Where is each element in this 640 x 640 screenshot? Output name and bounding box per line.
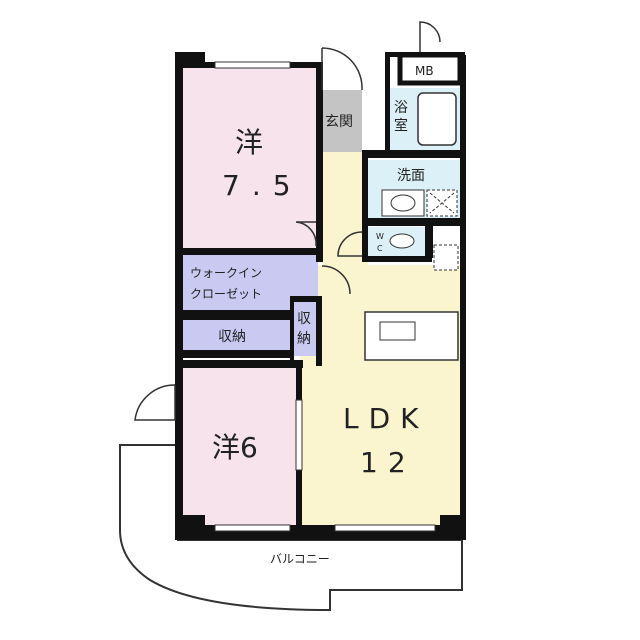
- ldk-label: LDK: [343, 402, 429, 435]
- bathtub: [417, 92, 457, 146]
- room-ldk: [300, 265, 462, 525]
- western1-size: 7.5: [222, 169, 303, 202]
- bath-label-2: 室: [394, 117, 408, 134]
- walkin-label-2: クローゼット: [190, 287, 262, 301]
- ldk-size: 12: [360, 446, 416, 479]
- walkin-label-1: ウォークイン: [190, 266, 262, 280]
- washroom-label: 洗面: [397, 168, 425, 184]
- wc-door-icon: [337, 231, 363, 257]
- room-western-6: [183, 368, 298, 525]
- pipe-space: [433, 244, 459, 271]
- balcony: [119, 444, 463, 612]
- storage2-label-1: 収: [297, 311, 311, 327]
- mb-label: MB: [415, 64, 434, 78]
- room-entrance: [322, 90, 362, 152]
- kitchen-sink: [379, 321, 416, 341]
- hall-door-icon: [321, 265, 351, 295]
- bath-label-1: 浴: [394, 100, 408, 116]
- western-door-icon: [295, 221, 317, 247]
- wc-label-2: C: [377, 244, 383, 253]
- balcony-label: バルコニー: [270, 552, 330, 566]
- western1-label: 洋: [235, 126, 263, 159]
- storage1-label: 収納: [218, 329, 246, 345]
- entrance-door-icon: [321, 47, 363, 91]
- windows: [214, 61, 436, 532]
- entrance-label: 玄関: [325, 113, 353, 130]
- toilet: [389, 233, 415, 249]
- storage2-label-2: 納: [297, 331, 311, 347]
- wc-label-1: W: [376, 232, 384, 241]
- storage-1: [183, 320, 290, 350]
- western2-label: 洋6: [212, 431, 258, 464]
- basin-bowl: [390, 194, 416, 212]
- mb-door-icon: [419, 21, 441, 52]
- wash-basin: [381, 189, 425, 217]
- storage-2: [292, 300, 318, 356]
- hallway: [322, 152, 368, 267]
- room-western-7-5: [183, 68, 318, 248]
- balcony-door-icon: [134, 384, 176, 421]
- washer-cross: [429, 192, 455, 214]
